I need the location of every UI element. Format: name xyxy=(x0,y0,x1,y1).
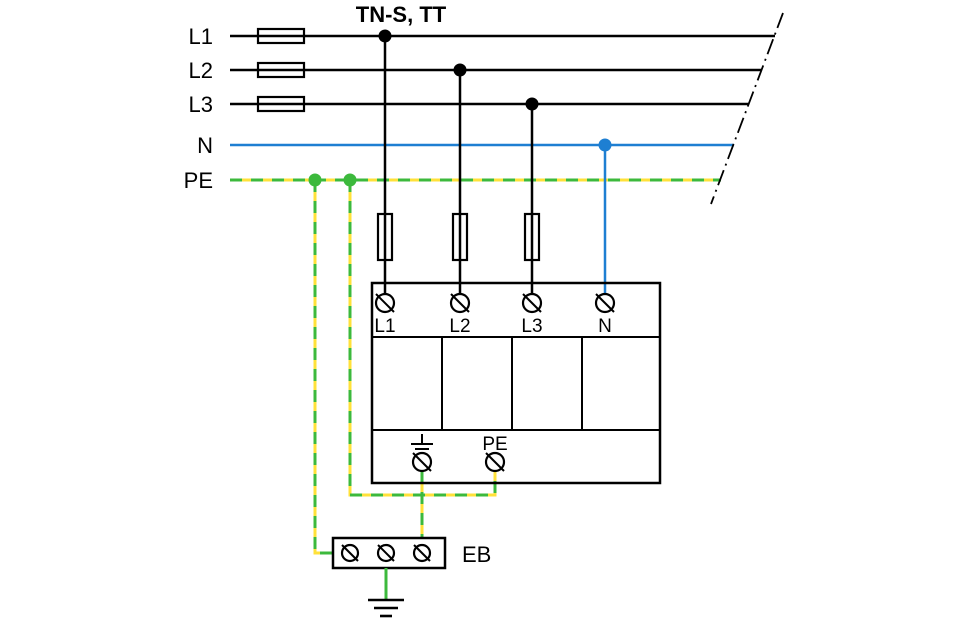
spd-terminal-label-l2: L2 xyxy=(449,316,470,337)
spd-terminal-label-l3: L3 xyxy=(521,316,542,337)
junction-dot-n xyxy=(598,138,612,152)
pe-drop-eb-yellow xyxy=(313,180,333,555)
junction-dot-pe-1 xyxy=(308,173,322,187)
spd-device: L1 L2 L3 N PE xyxy=(370,281,662,485)
spd-terminal-l1: L1 xyxy=(374,292,396,337)
fuse-l2-icon xyxy=(256,61,306,79)
terminal-slash-icon xyxy=(341,544,359,562)
bus-label-pe: PE xyxy=(184,168,213,193)
spd-terminal-l3: L3 xyxy=(521,292,543,337)
junction-dot-pe-2 xyxy=(343,173,357,187)
eb-bar-outline xyxy=(331,536,447,570)
system-type-title: TN-S, TT xyxy=(356,2,447,27)
fuse-spd-l1-icon xyxy=(376,212,394,262)
bus-label-l3: L3 xyxy=(189,92,213,117)
spd-terminal-label-n: N xyxy=(598,316,612,337)
terminal-slash-icon xyxy=(595,293,615,313)
terminal-slash-icon xyxy=(450,293,470,313)
junction-dot-l2 xyxy=(453,63,467,77)
fuse-l3-icon xyxy=(256,95,306,113)
bus-label-l2: L2 xyxy=(189,58,213,83)
spd-pe-terminal: PE xyxy=(482,434,508,473)
bus-label-l1: L1 xyxy=(189,24,213,49)
spd-terminal-label-pe: PE xyxy=(482,434,507,455)
fuse-l1-icon xyxy=(256,27,306,45)
pe-drop-eb xyxy=(313,180,333,555)
fuse-spd-l2-icon xyxy=(451,212,469,262)
terminal-slash-icon xyxy=(377,544,395,562)
terminal-slash-icon xyxy=(412,452,432,472)
bus-label-n: N xyxy=(197,133,213,158)
spd-earth-terminal xyxy=(411,434,433,473)
junction-dot-l3 xyxy=(525,97,539,111)
tap-conductors xyxy=(376,29,612,303)
terminal-slash-icon xyxy=(413,544,431,562)
junction-dot-l1 xyxy=(378,29,392,43)
spd-terminal-l2: L2 xyxy=(449,292,471,337)
spd-terminal-n: N xyxy=(594,292,616,337)
eb-bar: EB xyxy=(331,536,491,570)
eb-bar-label: EB xyxy=(462,542,491,567)
terminal-slash-icon xyxy=(522,293,542,313)
spd-terminal-label-l1: L1 xyxy=(374,316,395,337)
terminal-slash-icon xyxy=(375,293,395,313)
ground-connection xyxy=(368,568,404,618)
fuse-spd-l3-icon xyxy=(523,212,541,262)
supply-bus-lines: L1 L2 L3 N PE xyxy=(184,24,775,193)
bus-continuation-mark xyxy=(710,12,784,205)
terminal-slash-icon xyxy=(485,452,505,472)
spd-outline xyxy=(370,281,662,485)
